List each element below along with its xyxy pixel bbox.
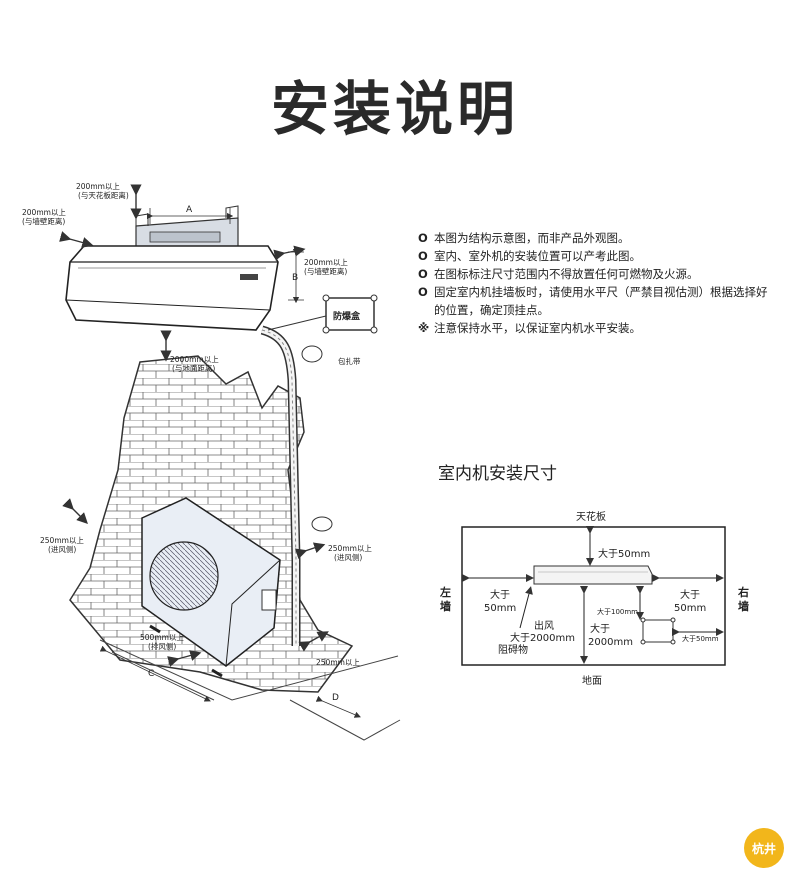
page-title: 安装说明 (270, 75, 519, 143)
note-item: ※ 注意保持水平，以保证室内机水平安装。 (418, 319, 778, 337)
note-text: 室内、室外机的安装位置可以产考此图。 (434, 249, 641, 263)
inlet-right-label: 250mm以上 (328, 544, 372, 553)
outlet-label: 500mm以上 (140, 633, 184, 642)
ceiling-dist-label: 200mm以上 (76, 182, 120, 191)
left-wall-label-1: 左 (439, 585, 451, 599)
ceiling-label: 天花板 (576, 510, 606, 523)
left-wall-label-2: 墙 (440, 599, 451, 613)
right-gap-label-1: 大于 (680, 588, 700, 601)
floor-dist-note: (与地面距离) (172, 363, 215, 373)
right-wall-label-1: 右 (737, 585, 749, 599)
inlet-left-label: 250mm以上 (40, 536, 84, 545)
back-label: 250mm以上 (316, 658, 360, 667)
down-gap-label-2: 2000mm (588, 637, 633, 648)
outlet-label-1: 出风 (534, 619, 554, 632)
down-gap-label-1: 大于 (590, 622, 610, 635)
size-section-heading: 室内机安装尺寸 (438, 464, 557, 484)
note-mark: O (418, 285, 428, 299)
dim-b: B (292, 273, 298, 283)
ceiling-dist-note: (与天花板距离) (78, 190, 129, 200)
note-item: O 室内、室外机的安装位置可以产考此图。 (418, 247, 778, 265)
dim-c: C (148, 669, 154, 679)
note-text: 固定室内机挂墙板时，请使用水平尺（严禁目视估测）根据选择好的位置，确定顶挂点。 (434, 285, 768, 317)
wall-dist-left-note: (与墙壁距离) (22, 216, 65, 226)
right-wall-label-2: 墙 (738, 599, 749, 613)
indoor-unit (65, 245, 279, 331)
brand-badge[interactable]: 杭井 (744, 828, 784, 868)
left-gap-label-1: 大于 (490, 588, 510, 601)
explosion-box (322, 294, 378, 334)
inlet-left-note: (进风侧) (48, 544, 76, 554)
note-mark: O (418, 267, 428, 281)
note-item: O 固定室内机挂墙板时，请使用水平尺（严禁目视估测）根据选择好的位置，确定顶挂点。 (418, 283, 778, 319)
outlet-note: (排风侧) (148, 641, 176, 651)
outdoor-dimensions (99, 645, 361, 718)
explosion-box-label: 防爆盒 (333, 310, 361, 322)
outlet-label-3: 阻碍物 (498, 643, 528, 656)
note-mark: ※ (418, 321, 430, 335)
note-text: 注意保持水平，以保证室内机水平安装。 (434, 321, 641, 335)
note-mark: O (418, 231, 428, 245)
small-gap-100-label: 大于100mm (597, 607, 638, 616)
outdoor-unit (141, 497, 281, 678)
wall-dist-right-label: 200mm以上 (304, 258, 348, 267)
note-text: 在图标标注尺寸范围内不得放置任何可燃物及火源。 (434, 267, 699, 281)
left-gap-label-2: 50mm (484, 603, 516, 614)
floor-label: 地面 (582, 674, 602, 687)
outlet-label-2: 大于2000mm (510, 631, 575, 644)
right-gap-label-2: 50mm (674, 603, 706, 614)
top-gap-label: 大于50mm (598, 547, 650, 560)
dim-d: D (332, 693, 339, 703)
note-item: O 本图为结构示意图，而非产品外观图。 (418, 229, 778, 247)
clearance-arrows (59, 184, 329, 667)
strap-roll (301, 345, 323, 363)
strap-label: 包扎带 (338, 356, 361, 366)
wall-dist-right-note: (与墙壁距离) (304, 266, 347, 276)
dim-a: A (186, 205, 193, 215)
size-diagram (461, 526, 726, 666)
inlet-right-note: (进风侧) (334, 552, 362, 562)
wall-dist-left-label: 200mm以上 (22, 208, 66, 217)
installation-notes: O 本图为结构示意图，而非产品外观图。 O 室内、室外机的安装位置可以产考此图。 O… (418, 229, 778, 337)
note-item: O 在图标标注尺寸范围内不得放置任何可燃物及火源。 (418, 265, 778, 283)
small-gap-50-label: 大于50mm (682, 634, 719, 643)
note-text: 本图为结构示意图，而非产品外观图。 (434, 231, 630, 245)
floor-dist-label: 2000mm以上 (170, 355, 219, 364)
note-mark: O (418, 249, 428, 263)
